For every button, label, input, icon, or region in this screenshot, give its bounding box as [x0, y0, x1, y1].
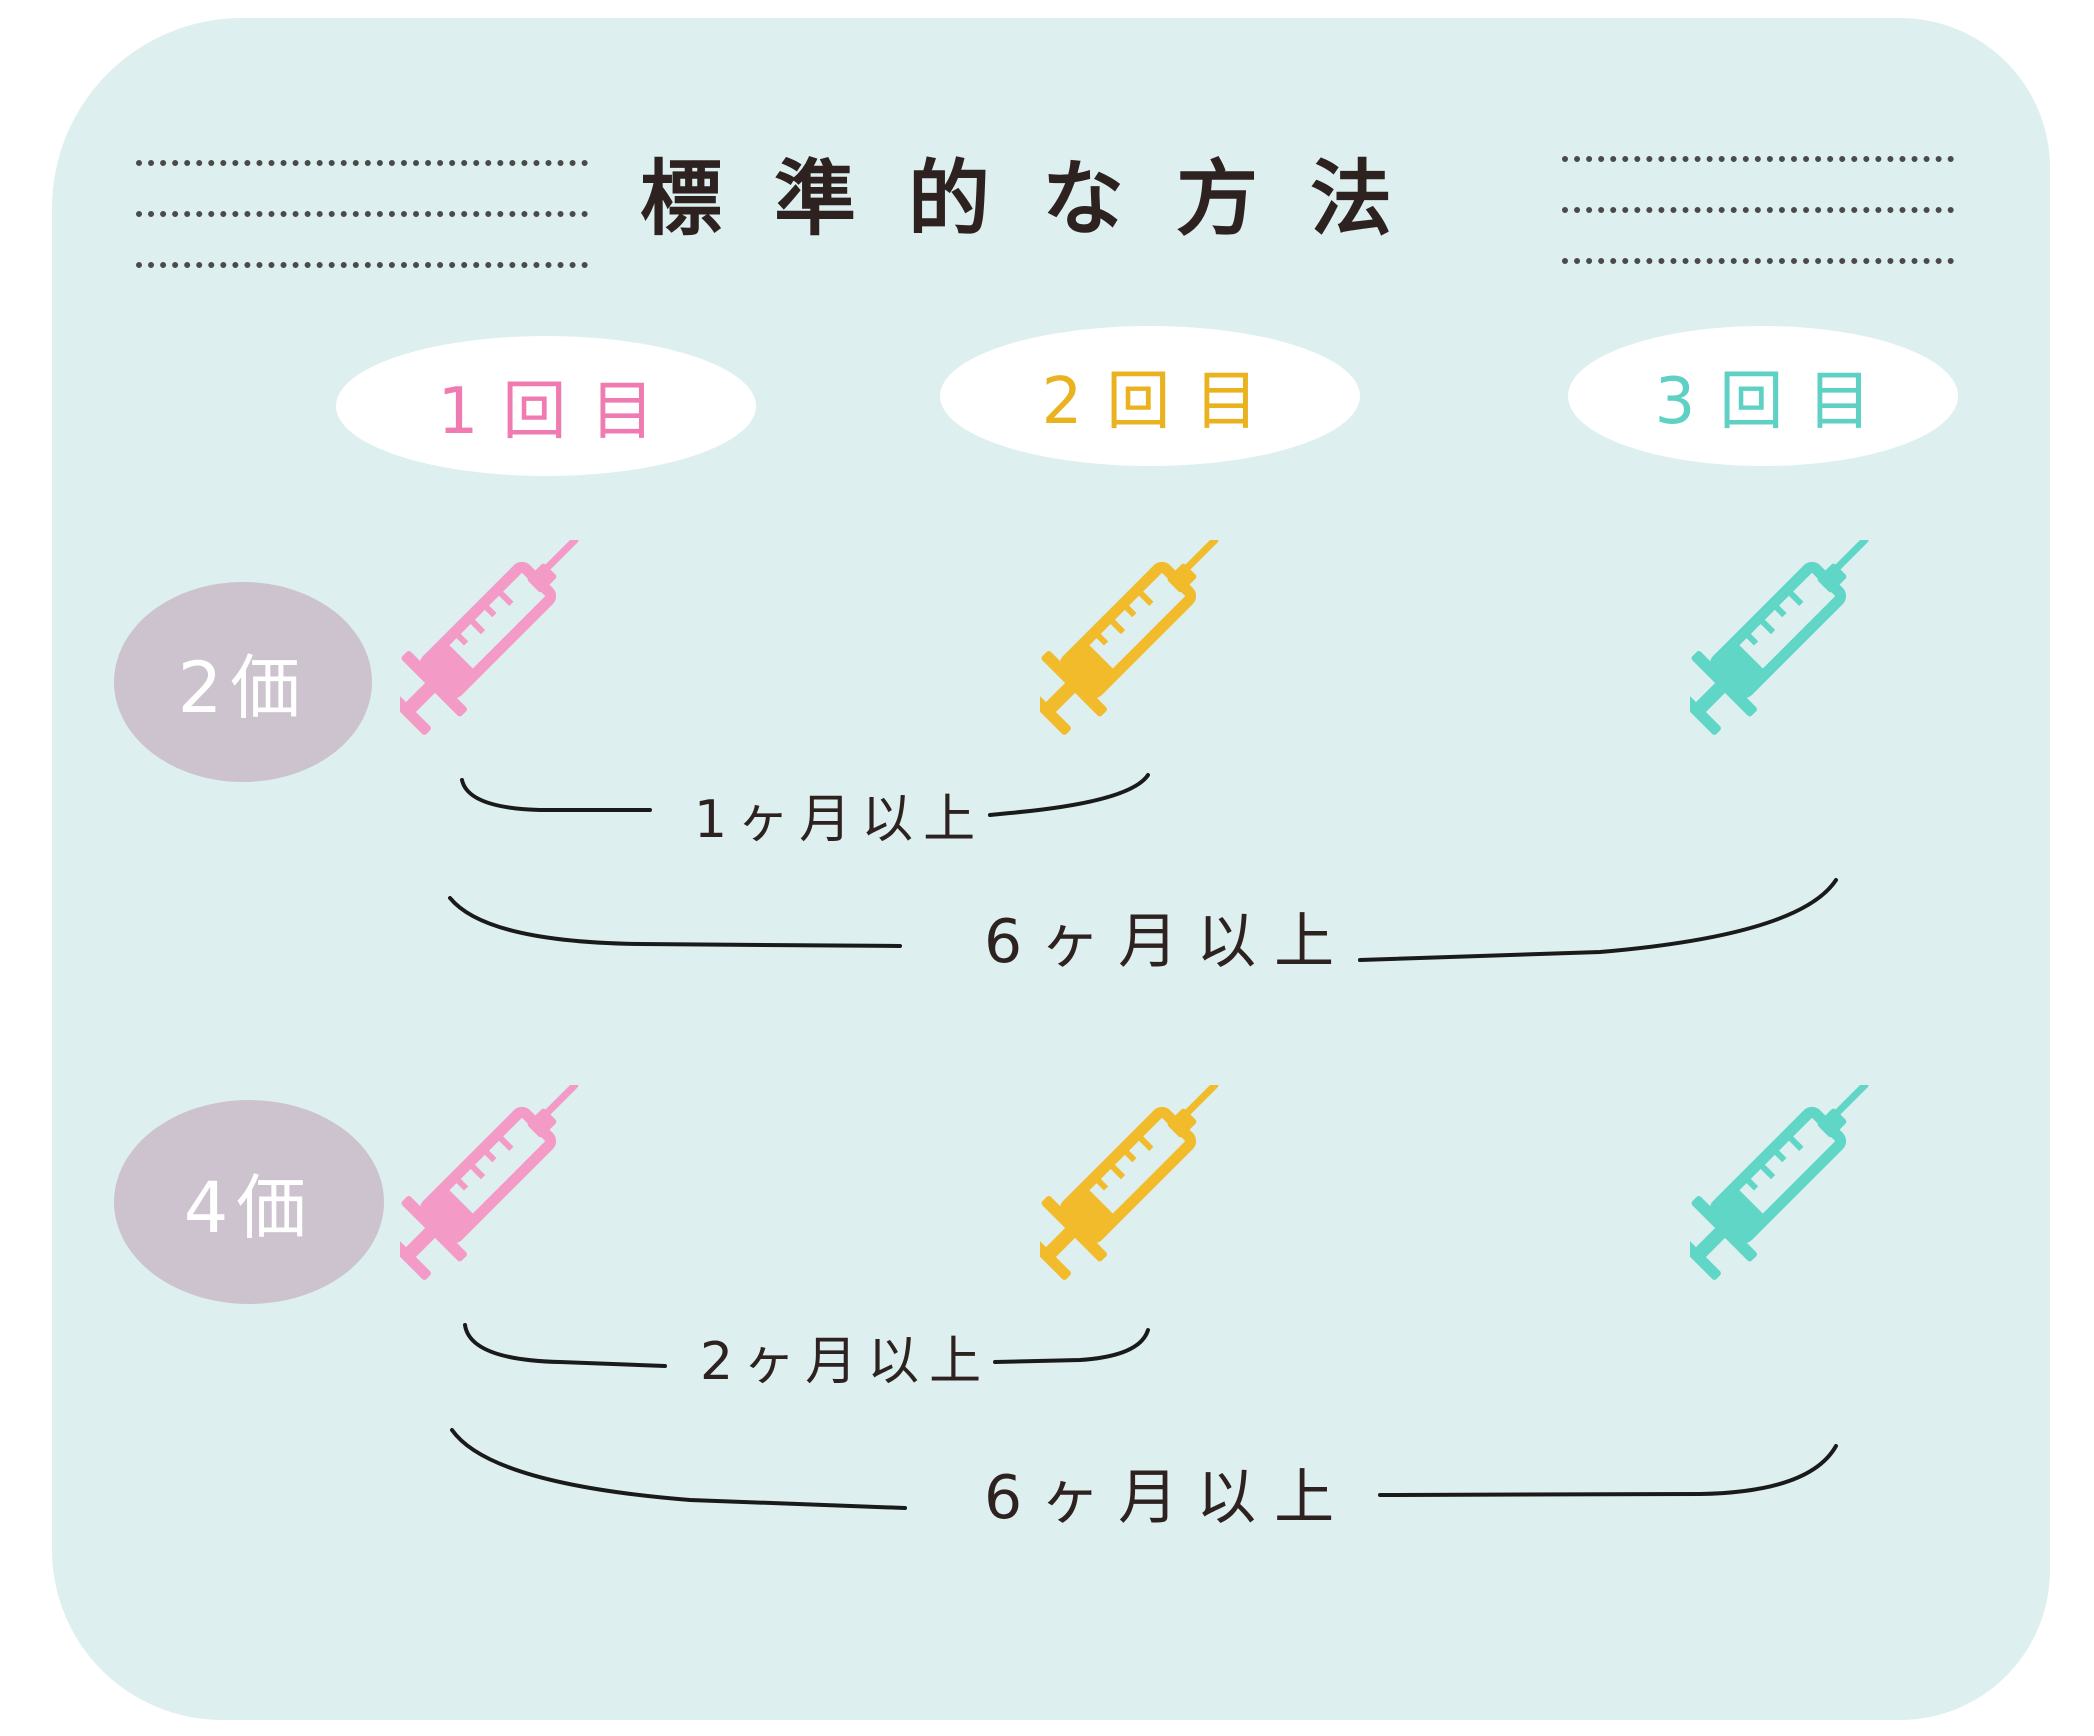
bracket-long-left — [450, 1428, 907, 1510]
dot-row — [1562, 207, 1954, 213]
dot-row — [136, 262, 588, 268]
valence-badge-2: 2価 — [114, 582, 372, 782]
dot-row — [1562, 258, 1954, 264]
interval-long-label: 6ヶ月以上 — [984, 1463, 1353, 1533]
bracket-long-left — [448, 896, 902, 948]
dose-label-1: 1回目 — [336, 336, 756, 476]
valence-badge-4: 4価 — [114, 1100, 384, 1304]
bracket-short-left — [463, 1323, 667, 1368]
bracket-short-right — [993, 1328, 1150, 1364]
title-dots-right — [1562, 156, 1954, 264]
panel-background — [52, 18, 2050, 1720]
dot-row — [136, 211, 588, 217]
interval-long-label: 6ヶ月以上 — [984, 907, 1353, 977]
dot-row — [1562, 156, 1954, 162]
bracket-long-right — [1358, 878, 1838, 962]
page-title: 標準的な方法 — [640, 152, 1445, 247]
title-dots-left — [136, 160, 588, 268]
bracket-long-right — [1378, 1444, 1838, 1497]
bracket-short-left — [460, 778, 652, 812]
bracket-short-right — [988, 773, 1150, 817]
dose-label-3: 3回目 — [1568, 326, 1958, 466]
dose-label-2: 2回目 — [940, 326, 1360, 466]
interval-short-label: 2ヶ月以上 — [700, 1332, 992, 1392]
dot-row — [136, 160, 588, 166]
interval-short-label: 1ヶ月以上 — [694, 790, 986, 850]
